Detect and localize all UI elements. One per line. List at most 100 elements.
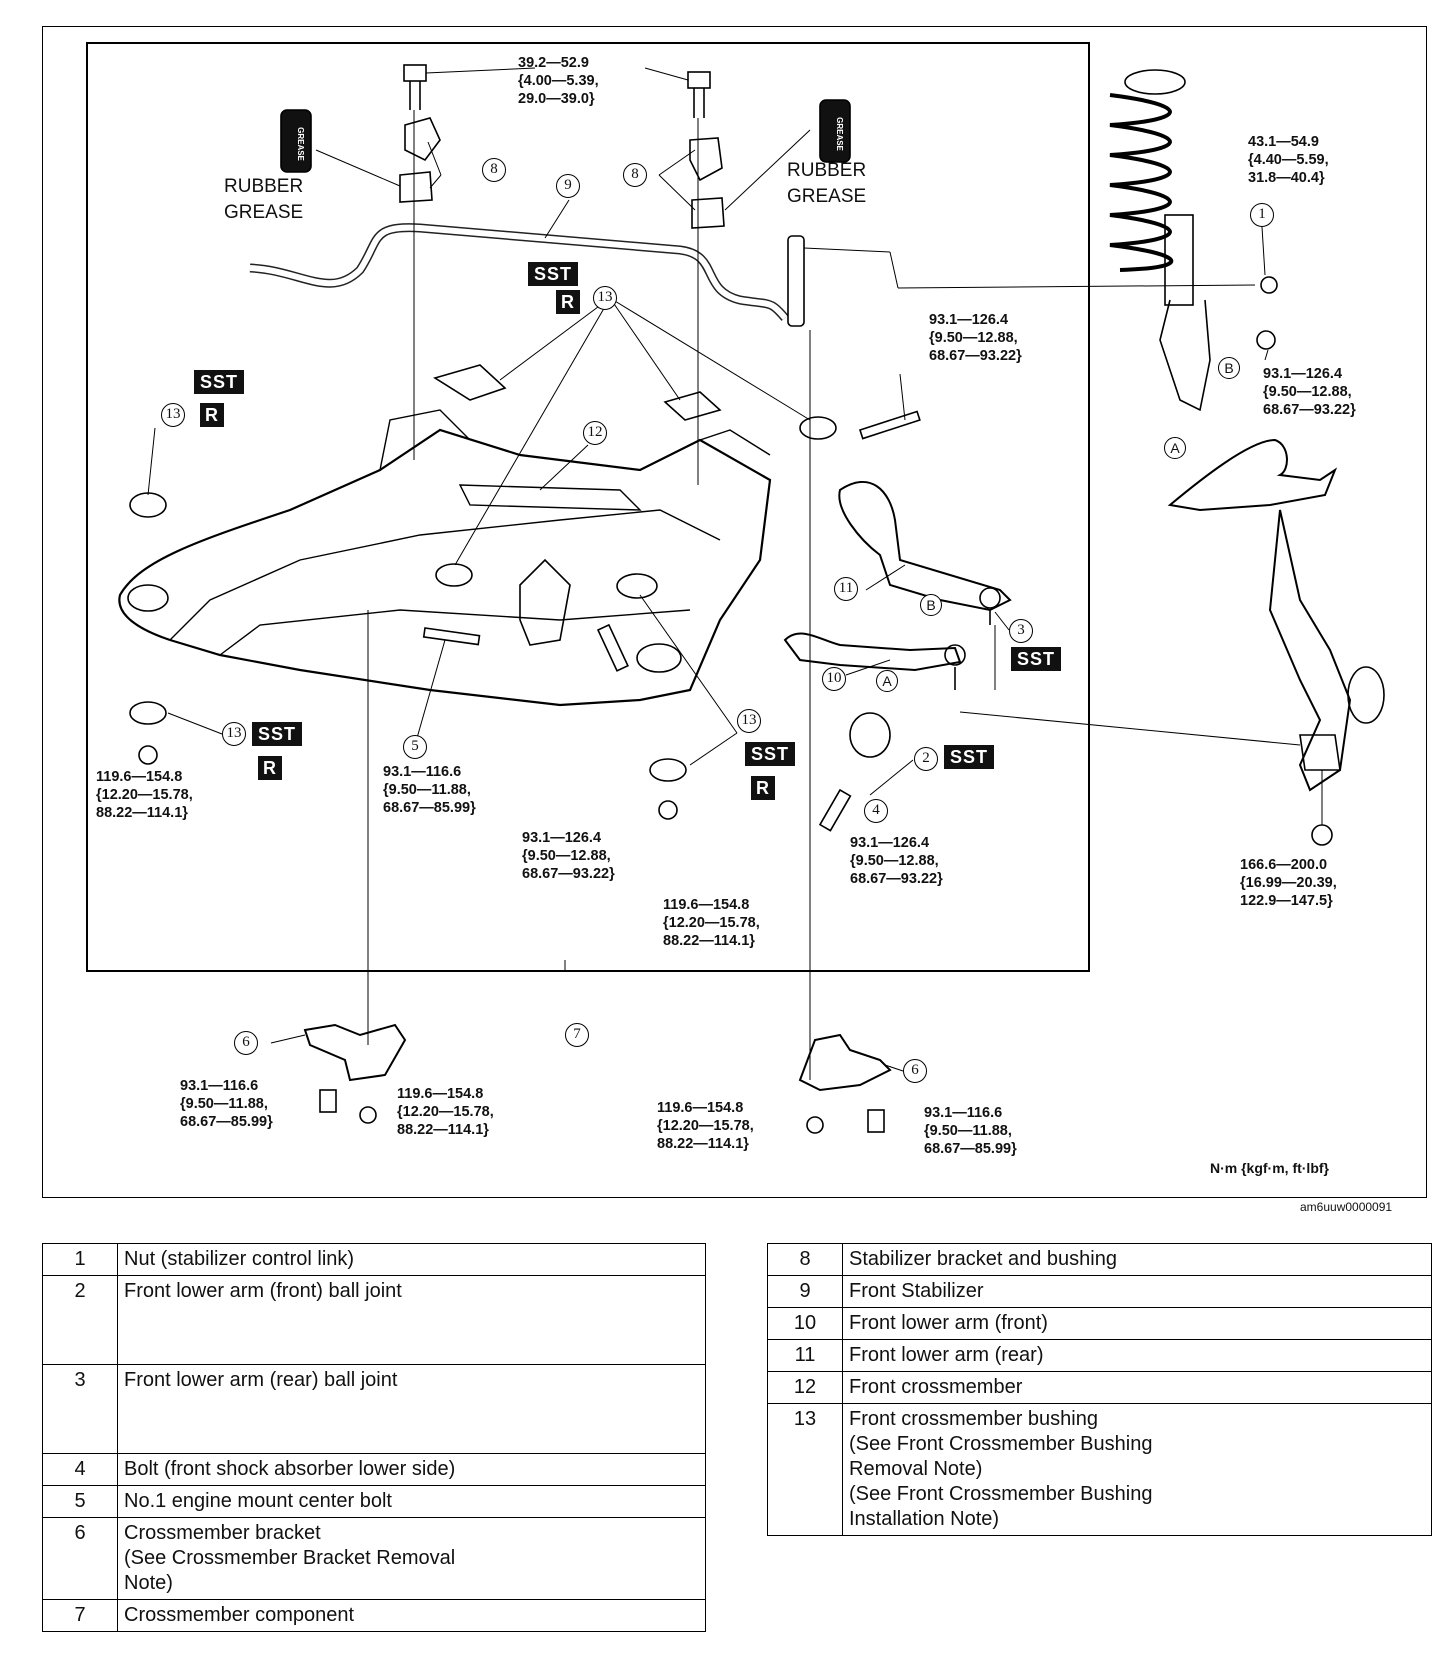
bushing-upper-left xyxy=(129,492,167,518)
letter-b-arm: B xyxy=(920,594,942,616)
shock-bushing xyxy=(849,712,891,758)
steering-knuckle xyxy=(1268,509,1352,792)
rubber-grease-left-label: RUBBER GREASE xyxy=(224,176,304,223)
torque-knuckle-nut: 166.6—200.0 {16.99—20.39, 122.9—147.5} xyxy=(1240,857,1337,909)
callout-13-lower-right: 13 xyxy=(737,709,761,733)
callout-6-left: 6 xyxy=(234,1031,258,1055)
callout-13-stabilizer: 13 xyxy=(593,286,617,310)
callout-10: 10 xyxy=(822,667,846,691)
torque-b-nut: 93.1—126.4 {9.50—12.88, 68.67—93.22} xyxy=(1263,366,1356,418)
crossmember-component-frame xyxy=(86,42,1090,972)
front-crossmember-body xyxy=(118,428,772,707)
arm-bolt-top xyxy=(858,410,921,440)
stabilizer-bushing-left xyxy=(399,171,433,203)
bushing-lower-left xyxy=(129,701,167,725)
callout-11: 11 xyxy=(834,577,858,601)
callout-3: 3 xyxy=(1009,619,1033,643)
torque-bracket-right-bolt: 93.1—116.6 {9.50—11.88, 68.67—85.99} xyxy=(924,1105,1017,1157)
bracket-bolt-lower-right xyxy=(867,1109,885,1133)
upper-arm xyxy=(1167,438,1338,512)
shock-body xyxy=(1164,214,1194,306)
sst-tag-rear-ball-joint: SST xyxy=(1011,647,1062,671)
grease-can-left-label: GREASE xyxy=(295,127,305,161)
coil-spring xyxy=(1109,93,1174,272)
rubber-grease-right-label: RUBBER GREASE xyxy=(787,160,867,207)
bushing-center-right xyxy=(616,573,658,599)
torque-right-nut: 119.6—154.8 {12.20—15.78, 88.22—114.1} xyxy=(663,897,760,949)
stabilizer-link xyxy=(787,235,805,327)
strut-top-mount xyxy=(1124,69,1186,95)
callout-8-right: 8 xyxy=(623,163,647,187)
stabilizer-bracket-right xyxy=(689,137,723,182)
letter-a-arm: A xyxy=(876,670,898,692)
crossmember-bracket-right xyxy=(798,1033,892,1092)
callout-8-left: 8 xyxy=(482,158,506,182)
bushing-lower-right xyxy=(649,758,687,782)
callout-1: 1 xyxy=(1250,203,1274,227)
letter-a-shock: A xyxy=(1164,437,1186,459)
front-stabilizer-bar xyxy=(249,223,789,321)
link-nut xyxy=(1260,276,1278,294)
bracket-bolt-lower-left xyxy=(319,1089,337,1113)
center-bolt xyxy=(596,623,629,672)
callout-2: 2 xyxy=(914,747,938,771)
shock-bolt xyxy=(818,788,852,832)
torque-bracket-left-nut: 119.6—154.8 {12.20—15.78, 88.22—114.1} xyxy=(397,1086,494,1138)
sst-tag-upper-left: SST xyxy=(194,370,245,394)
r-tag-stabilizer: R xyxy=(556,290,580,314)
bushing-center xyxy=(435,563,473,587)
grease-can-right xyxy=(819,99,851,163)
callout-9: 9 xyxy=(556,174,580,198)
engine-mount-bolt xyxy=(422,627,481,646)
mount-upper-left xyxy=(127,584,169,612)
callout-12: 12 xyxy=(583,421,607,445)
exploded-view-drawing xyxy=(118,64,1385,1134)
knuckle-nut xyxy=(1311,824,1333,846)
image-id: am6uuw0000091 xyxy=(1300,1200,1393,1214)
r-tag-lower-left: R xyxy=(258,756,282,780)
grease-can-right-label: GREASE xyxy=(834,117,844,151)
stabilizer-bracket-left xyxy=(404,117,441,162)
hub-bearing xyxy=(1347,666,1385,724)
grease-can-left xyxy=(280,109,312,173)
bracket-bolt-right xyxy=(687,71,711,89)
torque-left-nut: 119.6—154.8 {12.20—15.78, 88.22—114.1} xyxy=(96,769,193,821)
front-lower-arm-front xyxy=(783,632,962,672)
crossmember-bracket-left xyxy=(303,1023,407,1082)
diagram-frame xyxy=(42,26,1427,1198)
nut-lower-left xyxy=(138,745,158,765)
mount-lower-right xyxy=(636,643,682,673)
callout-7: 7 xyxy=(565,1023,589,1047)
callout-6-right: 6 xyxy=(903,1059,927,1083)
sst-tag-lower-left: SST xyxy=(252,722,303,746)
torque-center-bolt: 93.1—126.4 {9.50—12.88, 68.67—93.22} xyxy=(522,830,615,882)
bracket-bolt-left xyxy=(403,64,427,82)
bushing-plate-left xyxy=(433,364,507,401)
engine-mount-bracket xyxy=(519,558,571,646)
torque-bracket-right-nut: 119.6—154.8 {12.20—15.78, 88.22—114.1} xyxy=(657,1100,754,1152)
callout-13-upper-left: 13 xyxy=(161,403,185,427)
torque-arm-bolt-top: 93.1—126.4 {9.50—12.88, 68.67—93.22} xyxy=(929,312,1022,364)
torque-bracket-bolt: 39.2—52.9 {4.00—5.39, 29.0—39.0} xyxy=(518,55,599,107)
sst-tag-stabilizer: SST xyxy=(528,262,579,286)
stabilizer-bushing-right xyxy=(691,197,725,229)
torque-unit-note: N·m {kgf·m, ft·lbf} xyxy=(1210,1160,1329,1176)
callout-5: 5 xyxy=(403,735,427,759)
r-tag-lower-right: R xyxy=(751,776,775,800)
sst-tag-lower-right: SST xyxy=(745,742,796,766)
nut-lower-right xyxy=(658,800,678,820)
torque-engine-bolt: 93.1—116.6 {9.50—11.88, 68.67—85.99} xyxy=(383,764,476,816)
shock-fork xyxy=(1159,299,1211,412)
callout-4: 4 xyxy=(864,799,888,823)
